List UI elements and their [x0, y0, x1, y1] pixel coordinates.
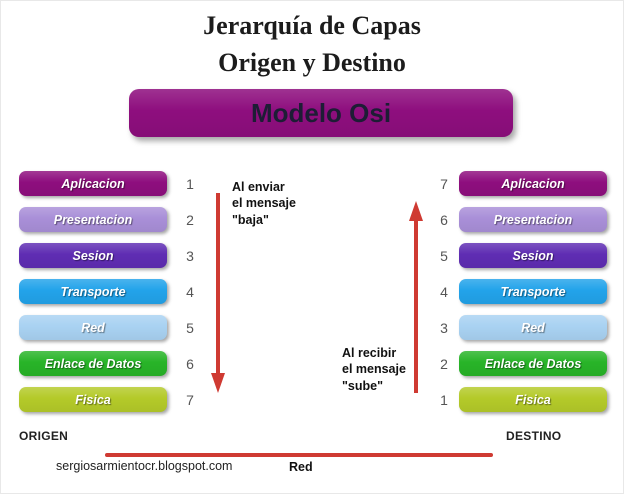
destination-layer-number-7: 7: [440, 175, 448, 192]
destination-layer-number-5: 5: [440, 247, 448, 264]
credit-url: sergiosarmientocr.blogspot.com: [56, 459, 233, 473]
destination-layer-number-1: 1: [440, 391, 448, 408]
layer-box-destination-sesion: Sesion: [459, 243, 607, 268]
title-line-1: Jerarquía de Capas: [203, 11, 421, 40]
layer-box-destination-transporte: Transporte: [459, 279, 607, 304]
red-line-label: Red: [289, 460, 313, 474]
layer-box-origin-sesion: Sesion: [19, 243, 167, 268]
red-horizontal-line: [105, 453, 493, 457]
send-annotation: Al enviar el mensaje "baja": [232, 180, 296, 227]
destination-label: DESTINO: [506, 429, 562, 443]
destination-layer-number-3: 3: [440, 319, 448, 336]
layer-box-destination-red: Red: [459, 315, 607, 340]
origin-layer-number-1: 1: [186, 175, 194, 192]
layer-box-origin-transporte: Transporte: [19, 279, 167, 304]
layer-box-origin-red: Red: [19, 315, 167, 340]
origin-layer-numbers: 1 2 3 4 5 6 7: [181, 171, 199, 412]
receive-annotation: Al recibir el mensaje "sube": [342, 346, 406, 393]
page-title: Jerarquía de Capas Origen y Destino: [1, 7, 623, 81]
title-line-2: Origen y Destino: [218, 48, 406, 77]
origin-layer-number-6: 6: [186, 355, 194, 372]
destination-layer-number-2: 2: [440, 355, 448, 372]
layer-box-destination-aplicacion: Aplicacion: [459, 171, 607, 196]
origin-layer-number-5: 5: [186, 319, 194, 336]
layer-box-origin-presentacion: Presentacion: [19, 207, 167, 232]
receive-arrow-up-icon: [409, 201, 423, 393]
origin-layer-number-3: 3: [186, 247, 194, 264]
osi-model-banner: Modelo Osi: [129, 89, 513, 137]
layer-box-destination-enlace-de-datos: Enlace de Datos: [459, 351, 607, 376]
destination-layer-numbers: 7 6 5 4 3 2 1: [435, 171, 453, 412]
layer-box-destination-presentacion: Presentacion: [459, 207, 607, 232]
layer-box-origin-enlace-de-datos: Enlace de Datos: [19, 351, 167, 376]
layer-box-destination-fisica: Fisica: [459, 387, 607, 412]
layer-box-origin-fisica: Fisica: [19, 387, 167, 412]
origin-label: ORIGEN: [19, 429, 69, 443]
osi-model-banner-label: Modelo Osi: [250, 97, 392, 128]
layer-box-origin-aplicacion: Aplicacion: [19, 171, 167, 196]
destination-layer-number-4: 4: [440, 283, 448, 300]
origin-layer-number-7: 7: [186, 391, 194, 408]
origin-layer-number-4: 4: [186, 283, 194, 300]
destination-layer-number-6: 6: [440, 211, 448, 228]
origin-layer-number-2: 2: [186, 211, 194, 228]
send-arrow-down-icon: [211, 193, 225, 393]
